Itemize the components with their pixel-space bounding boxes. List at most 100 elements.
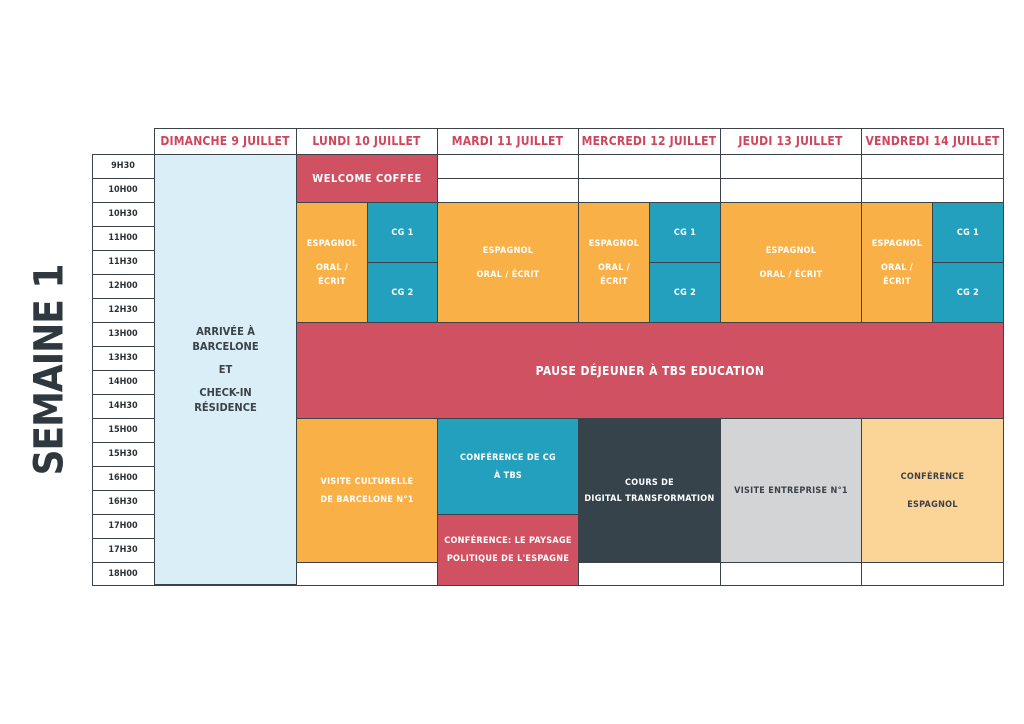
event-label: DE BARCELONE N°1 [320,494,414,505]
event-espagnol-thursday[interactable]: ESPAGNOL ORAL / ÉCRIT [720,202,862,323]
event-label: CG 1 [391,227,414,238]
event-label: CONFÉRENCE [900,471,965,482]
time-label: 12H00 [108,281,138,291]
schedule-grid: DIMANCHE 9 JUILLET LUNDI 10 JUILLET MARD… [92,128,1004,586]
event-conference-paysage[interactable]: CONFÉRENCE: LE PAYSAGE POLITIQUE DE L'ES… [437,514,579,586]
time-label: 11H00 [108,233,138,243]
day-header-sunday: DIMANCHE 9 JUILLET [160,134,290,148]
event-cg2-monday[interactable]: CG 2 [367,262,438,323]
event-label: CG 1 [673,227,697,238]
time-label: 10H30 [108,209,138,219]
event-arrivee-line: ET [218,363,233,376]
time-label: 11H30 [108,257,138,267]
day-header-wednesday: MERCREDI 12 JUILLET [581,134,717,148]
time-label: 16H00 [108,473,138,483]
event-label: ORAL / ÉCRIT [759,269,823,280]
event-label: ESPAGNOL [871,238,923,249]
time-label: 9H30 [111,161,135,171]
grid-line [154,128,1004,129]
day-header-tuesday: MARDI 11 JUILLET [451,134,564,148]
event-label: ORAL / ÉCRIT [476,269,540,280]
event-label: ÉCRIT [600,276,628,287]
grid-line [92,490,154,491]
event-label: ESPAGNOL [588,238,640,249]
grid-line [92,154,1004,155]
event-conference-espagnol[interactable]: CONFÉRENCE ESPAGNOL [861,418,1004,563]
grid-line [92,154,93,585]
event-visite-entreprise[interactable]: VISITE ENTREPRISE N°1 [720,418,862,563]
event-label: CG 2 [391,287,414,298]
grid-line [92,538,154,539]
time-label: 15H30 [108,449,138,459]
event-label: COURS DE [625,477,674,488]
event-label: ÉCRIT [318,276,346,287]
time-label: 10H00 [108,185,138,195]
event-arrivee-line: RÉSIDENCE [194,401,257,414]
grid-line [92,226,154,227]
day-header-monday: LUNDI 10 JUILLET [312,134,421,148]
week-label: SEMAINE 1 [14,250,84,490]
day-header-thursday: JEUDI 13 JUILLET [738,134,843,148]
time-label: 18H00 [108,569,138,579]
event-label: ESPAGNOL [765,245,817,256]
grid-line [92,466,154,467]
time-label: 15H00 [108,425,138,435]
event-cg2-friday[interactable]: CG 2 [932,262,1004,323]
event-label: POLITIQUE DE L'ESPAGNE [446,554,570,564]
grid-line [92,178,1004,179]
event-label: ESPAGNOL [482,245,534,256]
event-cg1-friday[interactable]: CG 1 [932,202,1004,263]
grid-line [92,274,154,275]
event-arrivee-line: ARRIVÉE À [196,325,255,338]
event-pause-label: PAUSE DÉJEUNER À TBS EDUCATION [535,363,765,378]
event-label: CG 2 [956,287,980,298]
time-label: 14H00 [108,377,138,387]
event-welcome-coffee-label: WELCOME COFFEE [312,172,422,185]
event-cg1-monday[interactable]: CG 1 [367,202,438,263]
event-arrivee[interactable]: ARRIVÉE À BARCELONE ET CHECK-IN RÉSIDENC… [154,154,297,585]
event-label: CONFÉRENCE: LE PAYSAGE [444,536,572,546]
grid-line [92,514,154,515]
time-label: 14H30 [108,401,138,411]
event-conference-cg[interactable]: CONFÉRENCE DE CG À TBS [437,418,579,515]
event-label: ESPAGNOL [306,238,358,249]
grid-line [92,250,154,251]
week-label-text: SEMAINE 1 [26,264,73,476]
event-espagnol-monday[interactable]: ESPAGNOL ORAL / ÉCRIT [296,202,368,323]
grid-line [92,346,154,347]
event-label: ORAL / [597,262,631,273]
event-arrivee-line: BARCELONE [192,340,259,353]
time-label: 13H00 [108,329,138,339]
event-arrivee-line: CHECK-IN [199,386,252,399]
grid-line [92,442,154,443]
event-label: VISITE CULTURELLE [320,476,414,487]
day-header-friday: VENDREDI 14 JUILLET [865,134,1000,148]
event-espagnol-tuesday[interactable]: ESPAGNOL ORAL / ÉCRIT [437,202,579,323]
event-label: CG 1 [956,227,980,238]
event-espagnol-wednesday[interactable]: ESPAGNOL ORAL / ÉCRIT [578,202,650,323]
event-cg1-wednesday[interactable]: CG 1 [649,202,721,263]
event-espagnol-friday[interactable]: ESPAGNOL ORAL / ÉCRIT [861,202,933,323]
event-label: VISITE ENTREPRISE N°1 [734,485,848,496]
event-label: CG 2 [673,287,697,298]
event-label: ESPAGNOL [907,499,958,510]
time-label: 16H30 [108,497,138,507]
event-cours-digital[interactable]: COURS DE DIGITAL TRANSFORMATION [578,418,721,563]
event-label: DIGITAL TRANSFORMATION [584,493,715,504]
event-label: ORAL / [315,262,349,273]
event-visite-culturelle[interactable]: VISITE CULTURELLE DE BARCELONE N°1 [296,418,438,563]
time-label: 17H00 [108,521,138,531]
time-label: 13H30 [108,353,138,363]
event-label: À TBS [493,470,523,481]
event-label: ORAL / [880,262,914,273]
grid-line [92,298,154,299]
event-label: CONFÉRENCE DE CG [460,452,556,463]
grid-line [92,370,154,371]
event-cg2-wednesday[interactable]: CG 2 [649,262,721,323]
event-pause-dejeuner[interactable]: PAUSE DÉJEUNER À TBS EDUCATION [296,322,1004,419]
event-label: ÉCRIT [883,276,911,287]
time-label: 12H30 [108,305,138,315]
time-label: 17H30 [108,545,138,555]
event-welcome-coffee[interactable]: WELCOME COFFEE [296,154,438,203]
grid-line [92,394,154,395]
